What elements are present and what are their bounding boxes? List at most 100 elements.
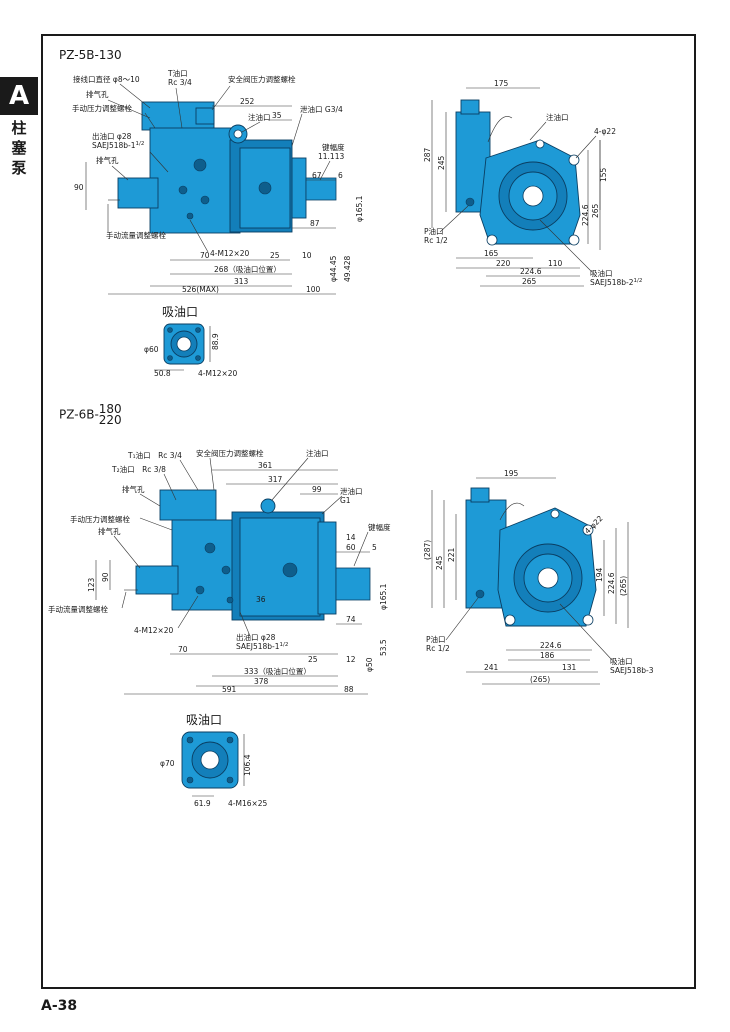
pz6b-leader-vent2 — [113, 535, 141, 569]
pz5b-label-drain: 泄油口 G3/4 — [300, 104, 343, 114]
pz5b-front-p-port — [465, 197, 475, 207]
pz5b-dim-526-text: 526(MAX) — [182, 285, 219, 294]
pz6b-suction-bolt-3 — [186, 776, 194, 784]
section-tab: A — [0, 77, 38, 115]
pz5b-front-label-p: P油口 — [424, 226, 444, 236]
pz6b-control-block — [171, 519, 241, 611]
pz5b-front-label-suction-std-main: SAEJ518b-2 — [590, 278, 634, 287]
pz5b-dim-87-text: 87 — [310, 219, 320, 228]
pz5b-side-view — [108, 101, 337, 234]
pz5b-leader-vent2 — [111, 165, 129, 181]
pz5b-front-bolt-4 — [535, 139, 545, 149]
pz6b-dim-317-text: 317 — [268, 475, 283, 484]
pz6b-port-3 — [195, 585, 205, 595]
pz5b-dim-313-text: 313 — [234, 277, 249, 286]
pz6b-flange — [317, 521, 337, 615]
pz6b-suction-title: 吸油口 — [186, 713, 222, 727]
pz6b-leader-relief — [209, 457, 215, 491]
pz5b-port-2 — [178, 185, 188, 195]
pz6b-port-5 — [226, 596, 234, 604]
pz5b-dim-phi49: 49.428 — [343, 256, 352, 282]
pz6b-front-dim-224v-text: 224.6 — [607, 572, 616, 594]
pz5b-front-label-suction: 吸油口 — [590, 268, 613, 278]
pz6b-dim-591-text: 591 — [222, 685, 237, 694]
pz5b-suction-bore-inner — [176, 336, 192, 352]
pz6b-front-dim-245-text: 245 — [435, 555, 444, 570]
pz5b-label-key: 键幅度 — [322, 142, 345, 152]
pz6b-label-key-value: 14 — [346, 533, 356, 542]
pz5b-side-labels: 接线口直径 φ8～10 T油口 Rc 3/4 安全阀压力调整螺栓 排气孔 手动压… — [72, 68, 364, 295]
pz6b-leader-flow — [121, 591, 127, 609]
pz5b-leader-pressure — [144, 112, 156, 129]
pz6b-front-label-holes: 4-φ22 — [583, 514, 605, 536]
pz6b-front-solenoid — [470, 487, 490, 503]
pz5b-label-vent-2: 排气孔 — [96, 155, 119, 165]
pz5b-leader-conn — [119, 83, 151, 109]
pz5b-front-dim-220-text: 220 — [496, 259, 511, 268]
pz6b-label-key: 键幅度 — [368, 522, 391, 532]
pz6b-front-label-suction: 吸油口 — [610, 656, 633, 666]
pz5b-front-solenoid — [460, 99, 480, 115]
pz5b-dim-10-text: 10 — [302, 251, 312, 260]
pz5b-leader-key — [319, 160, 331, 181]
pz6b-fill-cap — [260, 498, 276, 514]
pz6b-leader-outlet — [239, 611, 251, 637]
pz6b-suction-offset: 61.9 — [194, 799, 211, 808]
pz6b-front-dim-186-text: 186 — [540, 651, 555, 660]
pz6b-port-4 — [282, 562, 298, 578]
pz6b-leader-drain — [321, 495, 343, 515]
pz6b-front-label-p: P油口 — [426, 634, 446, 644]
pz5b-label-relief: 安全阀压力调整螺栓 — [228, 74, 296, 84]
pz6b-suction-height: 106.4 — [243, 754, 252, 776]
pz6b-side-labels: T₁油口 Rc 3/4 T₂油口 Rc 3/8 排气孔 手动压力调整螺栓 排气孔… — [48, 448, 391, 695]
pz5b-front-dim-265v-text: 265 — [591, 203, 600, 218]
pz6b-front-p-port — [475, 589, 485, 599]
pz5b-front-leader-suction — [539, 219, 593, 273]
pz6b-dim-99-text: 99 — [312, 485, 322, 494]
pz6b-leader-t2 — [163, 473, 177, 501]
pz5b-label-manual-flow: 手动流量调整螺栓 — [106, 230, 166, 240]
pz6b-label-bolts: 4-M12×20 — [134, 626, 174, 635]
pz5b-port-4 — [258, 181, 272, 195]
pz5b-label-outlet-std: SAEJ518b-11/2 — [92, 141, 144, 150]
pz6b-leader-fill — [271, 457, 309, 501]
pz6b-dim-123-text: 123 — [87, 577, 96, 592]
pz6b-suction-dia: φ70 — [160, 759, 175, 768]
pz5b-suction-bolt-2 — [195, 327, 201, 333]
pz5b-leader-t — [175, 87, 183, 129]
pz5b-label-t-port: T油口 — [167, 68, 188, 78]
pz5b-front-bolt-1 — [486, 234, 498, 246]
pz5b-front-leader-p — [439, 205, 469, 233]
pz6b-front-labels: 4-φ22 P油口 Rc 1/2 吸油口 SAEJ518b-3 195 (287… — [423, 469, 654, 685]
pz5b-leader-outlet — [149, 151, 169, 173]
pz6b-dim-90-text: 90 — [101, 572, 110, 582]
pz5b-label-fill: 注油口 — [248, 112, 271, 122]
pz6b-side-view — [124, 489, 371, 621]
pz5b-flange — [291, 157, 307, 219]
pz6b-front-leader-p — [445, 597, 479, 641]
pz5b-front-dim-287-text: 287 — [423, 147, 432, 162]
pz6b-valve-top — [159, 489, 217, 521]
tab-char-2: 塞 — [11, 139, 27, 157]
pz5b-label-t-port-size: Rc 3/4 — [168, 78, 192, 87]
pz6b-front-dim-265v-text: (265) — [619, 576, 628, 596]
pz5b-dim-35-text: 35 — [272, 111, 282, 120]
pz6b-dim-phi50: φ50 — [365, 657, 374, 672]
pz6b-front-dim-131-text: 131 — [562, 663, 577, 672]
pz6b-dim-25-text: 25 — [308, 655, 318, 664]
pz6b-suction-bolt-1 — [186, 736, 194, 744]
pz6b-front-bolt-3 — [582, 524, 594, 536]
pz6b-label-outlet-std-sup: 1/2 — [280, 642, 289, 648]
pz5b-shaft — [305, 177, 337, 201]
pz5b-dim-90-text: 90 — [74, 183, 84, 192]
pz5b-front-label-suction-std: SAEJ518b-21/2 — [590, 278, 642, 287]
pz5b-front-dim-224h-text: 224.6 — [520, 267, 542, 276]
pz5b-label-key-value: 11.113 — [318, 152, 344, 161]
pz5b-label-outlet-std-main: SAEJ518b-1 — [92, 141, 136, 150]
pz6b-front-bolt-2 — [582, 614, 594, 626]
pz6b-front-bolt-4 — [550, 509, 560, 519]
pz6b-label-outlet-std-main: SAEJ518b-1 — [236, 642, 280, 651]
pz6b-label-vent-2: 排气孔 — [98, 526, 121, 536]
pz6b-label-fill: 注油口 — [306, 448, 329, 458]
